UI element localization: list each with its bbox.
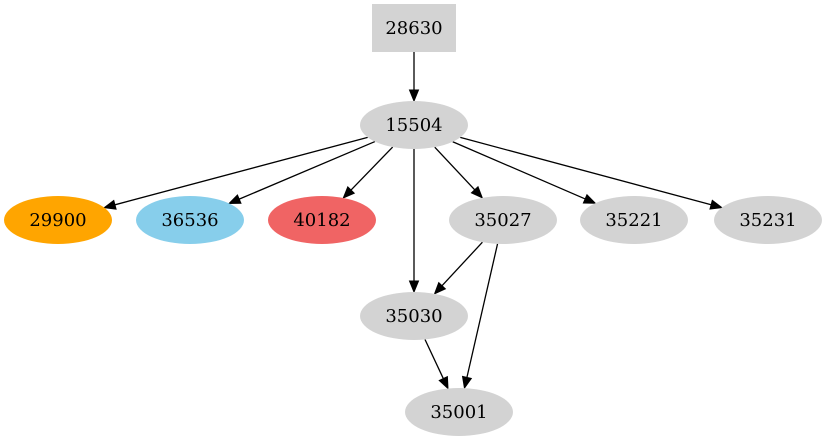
node-ellipse bbox=[136, 196, 244, 244]
arrowhead-icon bbox=[438, 375, 449, 390]
arrowhead-icon bbox=[433, 281, 447, 295]
nodes-layer: 28630 15504 29900 36536 40182 35027 35221 35231… bbox=[4, 4, 822, 436]
node-ellipse bbox=[360, 101, 468, 149]
arrowhead-icon bbox=[461, 375, 473, 390]
node-35001[interactable]: 35001 bbox=[405, 388, 513, 436]
node-35231[interactable]: 35231 bbox=[714, 196, 822, 244]
node-ellipse bbox=[405, 388, 513, 436]
edge-line bbox=[114, 136, 368, 206]
node-ellipse bbox=[714, 196, 822, 244]
arrowhead-icon bbox=[408, 280, 420, 294]
edge-line bbox=[434, 146, 476, 191]
edge-line bbox=[460, 136, 712, 206]
node-label: 35231 bbox=[739, 210, 796, 231]
edge-line bbox=[452, 141, 586, 200]
node-label: 36536 bbox=[161, 210, 218, 231]
node-ellipse bbox=[580, 196, 688, 244]
edge-15504-35030 bbox=[408, 149, 420, 294]
edge-line bbox=[441, 241, 483, 287]
node-label: 35221 bbox=[605, 210, 662, 231]
arrowhead-icon bbox=[342, 186, 356, 199]
node-label: 35001 bbox=[430, 402, 487, 423]
arrowhead-icon bbox=[227, 194, 242, 204]
node-ellipse bbox=[268, 196, 376, 244]
arrowhead-icon bbox=[582, 193, 597, 204]
arrowhead-icon bbox=[470, 185, 484, 199]
node-35030[interactable]: 35030 bbox=[360, 292, 468, 340]
edge-line bbox=[350, 146, 394, 191]
node-40182[interactable]: 40182 bbox=[268, 196, 376, 244]
edge-15504-35231 bbox=[460, 136, 724, 210]
arrowhead-icon bbox=[408, 89, 420, 103]
node-15504[interactable]: 15504 bbox=[360, 101, 468, 149]
node-label: 35030 bbox=[385, 306, 442, 327]
node-ellipse bbox=[4, 196, 112, 244]
node-36536[interactable]: 36536 bbox=[136, 196, 244, 244]
edge-line bbox=[424, 339, 444, 379]
edge-15504-35221 bbox=[452, 141, 597, 204]
arrowhead-icon bbox=[709, 199, 724, 210]
node-box bbox=[372, 4, 456, 52]
node-ellipse bbox=[360, 292, 468, 340]
edge-line bbox=[466, 243, 499, 378]
edge-35027-35001 bbox=[461, 243, 499, 390]
node-29900[interactable]: 29900 bbox=[4, 196, 112, 244]
node-ellipse bbox=[449, 196, 557, 244]
node-label: 40182 bbox=[293, 210, 350, 231]
node-label: 28630 bbox=[385, 18, 442, 39]
edge-15504-29900 bbox=[103, 136, 368, 210]
edge-15504-40182 bbox=[342, 146, 394, 199]
edge-35027-35030 bbox=[433, 241, 483, 295]
edge-35030-35001 bbox=[424, 339, 449, 390]
arrowhead-icon bbox=[103, 199, 117, 210]
edge-15504-35027 bbox=[434, 146, 484, 199]
node-35027[interactable]: 35027 bbox=[449, 196, 557, 244]
node-label: 35027 bbox=[474, 210, 531, 231]
edge-15504-36536 bbox=[227, 140, 376, 204]
edge-line bbox=[238, 140, 376, 200]
node-28630[interactable]: 28630 bbox=[372, 4, 456, 52]
node-35221[interactable]: 35221 bbox=[580, 196, 688, 244]
node-label: 15504 bbox=[385, 115, 442, 136]
node-label: 29900 bbox=[29, 210, 86, 231]
edges-layer bbox=[103, 52, 724, 390]
edge-28630-15504 bbox=[408, 52, 420, 103]
